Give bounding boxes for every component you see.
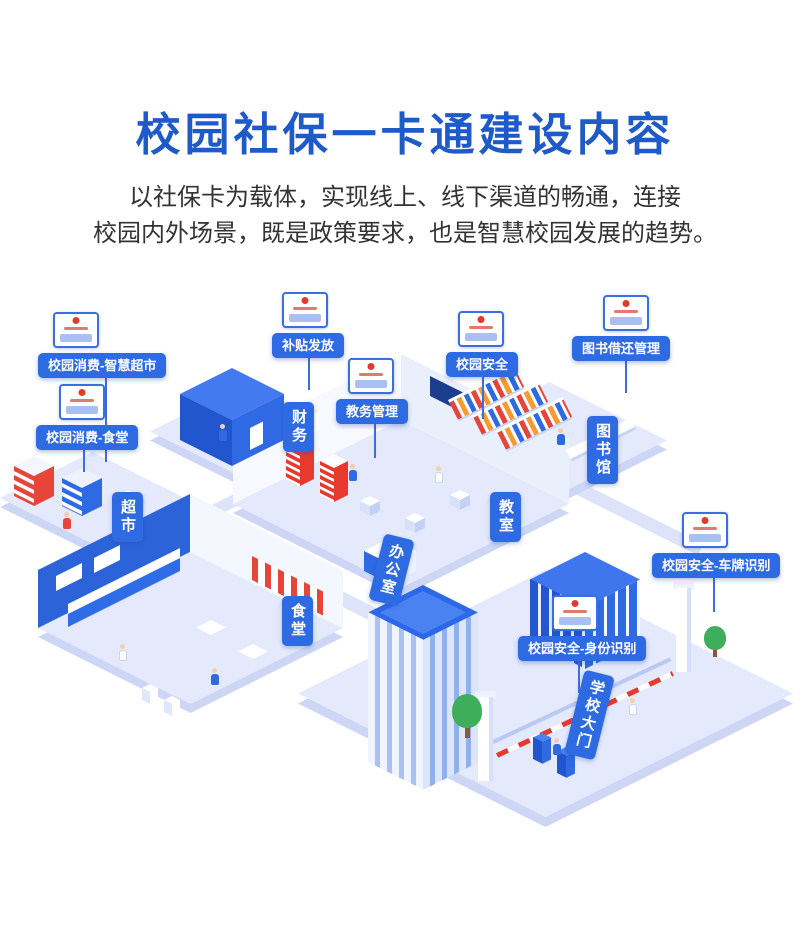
social-security-card-icon <box>348 358 394 394</box>
national-emblem-icon <box>367 363 375 370</box>
person-figure <box>218 424 227 441</box>
social-security-card-icon <box>282 292 328 328</box>
school-building-left-face <box>368 612 423 790</box>
page-title: 校园社保一卡通建设内容 <box>135 109 675 160</box>
callout-label: 校园安全-身份识别 <box>518 636 647 661</box>
person-figure <box>556 428 565 445</box>
card-title-line <box>469 326 493 329</box>
callout-library-management: 图书借还管理 <box>572 295 671 361</box>
person-figure <box>552 738 561 755</box>
national-emblem-icon <box>571 600 579 607</box>
callout-label: 教务管理 <box>336 399 409 424</box>
social-security-card-icon <box>59 384 105 420</box>
national-emblem-icon <box>72 317 80 324</box>
callout-smart-market: 校园消费-智慧超市 <box>38 312 167 378</box>
person-figure <box>118 644 127 661</box>
card-title-line <box>293 307 317 310</box>
gate-pillar2 <box>676 588 691 672</box>
person-figure <box>348 464 357 481</box>
card-reader-post1-right <box>542 737 551 764</box>
social-security-card-icon <box>603 295 649 331</box>
card-body-line <box>60 334 92 342</box>
national-emblem-icon <box>78 389 86 396</box>
gate-pillar2-cap <box>673 582 694 590</box>
callout-label: 图书借还管理 <box>572 336 671 361</box>
office-red-shelf2-right <box>334 460 348 502</box>
tree1-trunk <box>465 726 470 738</box>
office-desk3 <box>450 490 470 500</box>
zone-tag-canteen: 食堂 <box>282 596 313 646</box>
card-title-line <box>64 327 88 330</box>
connector-line <box>308 356 310 390</box>
tree2-foliage <box>704 626 726 650</box>
card-body-line <box>66 406 98 414</box>
zone-tag-finance: 财务 <box>283 402 314 452</box>
card-title-line <box>70 399 94 402</box>
canteen-turnstile2-top <box>164 696 180 704</box>
connector-line <box>713 576 715 612</box>
social-security-card-icon <box>682 512 728 548</box>
canteen-table2 <box>238 644 268 659</box>
subtitle-line-2: 校园内外场景，既是政策要求，也是智慧校园发展的趋势。 <box>93 220 717 247</box>
callout-label: 补贴发放 <box>272 333 345 358</box>
person-figure <box>628 698 637 715</box>
card-reader-post1-top <box>533 733 551 742</box>
callout-academic-affairs: 教务管理 <box>336 358 409 424</box>
person-figure <box>210 668 219 685</box>
tree1-foliage <box>452 694 482 728</box>
national-emblem-icon <box>477 316 485 323</box>
callout-subsidy: 补贴发放 <box>272 292 345 358</box>
zone-tag-library: 图书馆 <box>587 416 618 484</box>
card-title-line <box>563 610 587 613</box>
callout-campus-safety: 校园安全 <box>446 311 519 377</box>
zone-tag-classroom: 教室 <box>490 492 521 542</box>
gate-pillar1-cap <box>475 691 496 699</box>
canteen-turnstile1-right <box>150 687 158 704</box>
card-body-line <box>355 380 387 388</box>
office-desk2 <box>405 513 425 523</box>
person-figure <box>62 512 71 529</box>
national-emblem-icon <box>622 300 630 307</box>
callout-label: 校园消费-智慧超市 <box>38 353 167 378</box>
canteen-table1 <box>196 620 226 635</box>
callout-label: 校园消费-食堂 <box>36 425 139 450</box>
card-body-line <box>465 333 497 341</box>
connector-line <box>482 375 484 419</box>
tree2-trunk <box>713 648 717 657</box>
subtitle-line-1: 以社保卡为载体，实现线上、线下渠道的畅通，连接 <box>129 184 681 211</box>
connector-line <box>578 659 580 693</box>
card-reader-post1-left <box>533 737 542 764</box>
connector-line <box>105 377 107 462</box>
callout-canteen-consume: 校园消费-食堂 <box>36 384 139 450</box>
canteen-turnstile2-right <box>172 699 180 716</box>
connector-line <box>625 359 627 393</box>
zone-tag-market: 超市 <box>112 492 143 542</box>
callout-identity-recognition: 校园安全-身份识别 <box>518 595 647 661</box>
callout-label: 校园安全 <box>446 352 519 377</box>
connector-line <box>83 448 85 472</box>
social-security-card-icon <box>53 312 99 348</box>
card-body-line <box>610 317 642 325</box>
person-figure <box>434 466 443 483</box>
card-title-line <box>359 373 383 376</box>
social-security-card-icon <box>458 311 504 347</box>
office-red-shelf2-left <box>320 461 334 503</box>
callout-label: 校园安全-车牌识别 <box>652 553 781 578</box>
canteen-turnstile1-top <box>142 684 158 692</box>
card-title-line <box>693 527 717 530</box>
callout-plate-recognition: 校园安全-车牌识别 <box>652 512 781 578</box>
card-body-line <box>689 534 721 542</box>
national-emblem-icon <box>701 517 709 524</box>
office-desk1 <box>360 496 380 506</box>
page-subtitle: 以社保卡为载体，实现线上、线下渠道的畅通，连接 校园内外场景，既是政策要求，也是… <box>0 180 810 252</box>
card-body-line <box>289 314 321 322</box>
card-title-line <box>614 310 638 313</box>
card-body-line <box>559 617 591 625</box>
connector-line <box>374 422 376 458</box>
social-security-card-icon <box>552 595 598 631</box>
national-emblem-icon <box>301 297 309 304</box>
gate-pillar1 <box>478 697 493 781</box>
